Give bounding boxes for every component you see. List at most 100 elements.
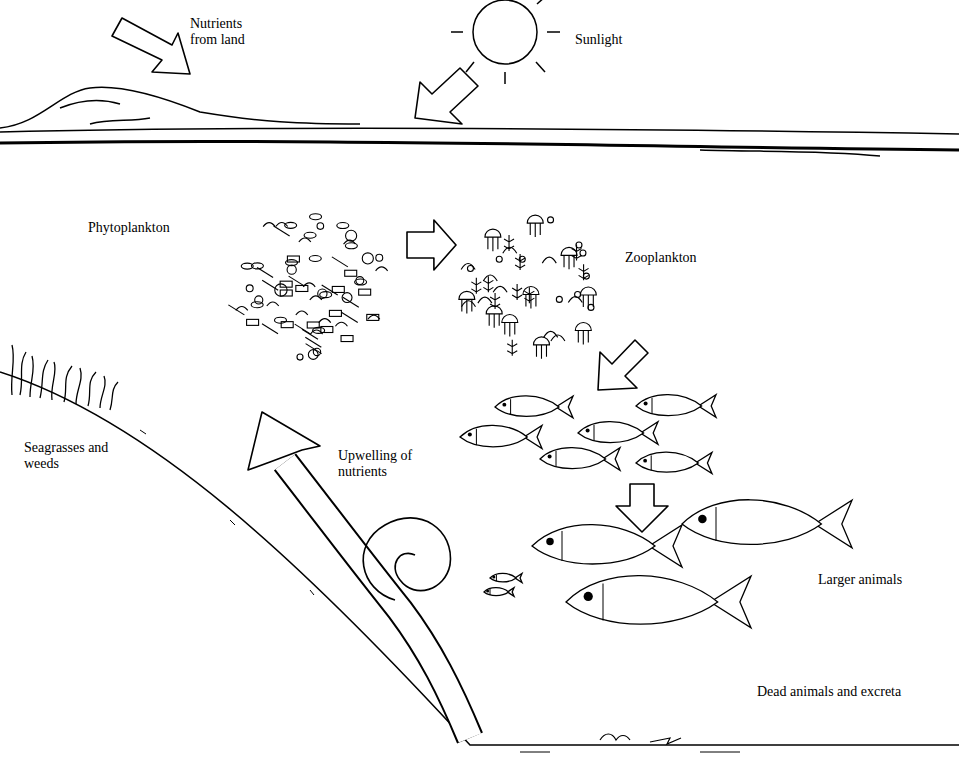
fish-body (532, 525, 655, 564)
water-ripple (700, 150, 880, 156)
phyto-cell (287, 265, 296, 274)
phyto-chain (307, 322, 319, 328)
phyto-diatom (257, 268, 273, 278)
plankton-group: Phytoplankton (85, 200, 405, 365)
sun-ray (504, 72, 506, 84)
copepod (524, 287, 534, 303)
zoo-shrimp (478, 297, 492, 303)
phyto-chain (367, 314, 379, 320)
phyto-cell (297, 354, 303, 360)
fish-gill (476, 429, 477, 445)
fish-body (682, 500, 821, 545)
fish-eye (468, 432, 472, 436)
food-arrow (616, 484, 668, 532)
phyto-cell (344, 240, 356, 244)
upwelling-spiral (363, 518, 450, 600)
sun-ray (537, 0, 546, 4)
phyto-diatom (332, 257, 348, 267)
fish (566, 576, 751, 628)
zoo-shrimp (542, 257, 556, 263)
phyto-diatom (289, 276, 305, 286)
fish-eye (586, 429, 590, 433)
group-label: Larger animals (818, 572, 902, 588)
phyto-cell (246, 285, 253, 292)
jellyfish (459, 291, 475, 313)
phyto-diatom (343, 297, 359, 307)
phyto-cell (376, 267, 388, 271)
upwelling-shaft-fill (285, 462, 470, 738)
process-label: Upwelling of nutrients (338, 448, 434, 480)
upwelling-shaft-outline (285, 462, 470, 738)
water-ripple (90, 118, 150, 124)
phyto-chain (296, 285, 308, 291)
sun-disc (473, 0, 537, 64)
phyto-cell (362, 253, 373, 264)
group-label: Dead animals and excreta (757, 684, 901, 700)
phyto-chain (329, 310, 341, 316)
nutrients-arrow (112, 18, 190, 74)
fish-body (484, 588, 509, 596)
annotation-label: Nutrients from land (190, 16, 270, 48)
fish-gill (510, 399, 511, 415)
fish-gill (496, 575, 497, 581)
larva (556, 296, 562, 302)
group-label: Phytoplankton (88, 220, 170, 236)
fish-body (490, 573, 516, 581)
flow-arrows (112, 18, 668, 532)
fish-gill (651, 455, 652, 470)
upwelling-head (248, 412, 320, 470)
phyto-cell (337, 223, 349, 229)
phyto-cell (236, 306, 248, 310)
sun-ray (536, 62, 545, 72)
jellyfish (486, 306, 502, 328)
land-hill (0, 87, 360, 128)
group-label: Zooplankton (625, 250, 697, 266)
zoo-shrimp (568, 297, 582, 303)
jellyfish (533, 337, 549, 359)
seagrass-blades (12, 345, 118, 410)
phyto-cell (355, 279, 367, 285)
dead-remains (600, 734, 681, 744)
zoo-shrimp (483, 275, 497, 281)
fish (636, 452, 712, 473)
jellyfish (523, 286, 539, 308)
zoo-shrimp (461, 264, 475, 270)
larva (496, 256, 502, 262)
copepod (515, 254, 525, 270)
water-line (0, 141, 959, 150)
phyto-cell (313, 348, 320, 355)
habitat-label: Seagrasses and weeds (24, 440, 112, 472)
phyto-diatom (262, 324, 278, 334)
sunlight-arrow (415, 68, 478, 124)
fish-eye (502, 403, 506, 407)
copepod (471, 278, 481, 294)
sun-ray (451, 31, 463, 33)
zooplankton-cluster (459, 215, 596, 359)
phyto-cell (346, 230, 357, 241)
copepod (512, 284, 522, 300)
sea-surface (0, 87, 959, 156)
zoo-shrimp (551, 335, 565, 341)
sun (451, 0, 560, 84)
phyto-cell (309, 255, 321, 261)
larva (548, 217, 554, 223)
fish-eye (548, 455, 552, 459)
phyto-cell (285, 222, 297, 228)
fish (495, 396, 573, 418)
jellyfish (485, 229, 501, 251)
fish-gill (603, 584, 604, 621)
seabed (0, 372, 959, 752)
seabed-line (0, 372, 959, 745)
phyto-cell (274, 317, 286, 323)
fish-eye (492, 576, 495, 579)
fish-eye (644, 402, 648, 406)
fish-eye (546, 538, 554, 546)
fish-body (566, 576, 718, 625)
phyto-diatom (322, 285, 338, 295)
food-arrow (598, 340, 648, 390)
phyto-cell (255, 296, 263, 304)
plankton-group: Zooplankton (458, 200, 708, 365)
